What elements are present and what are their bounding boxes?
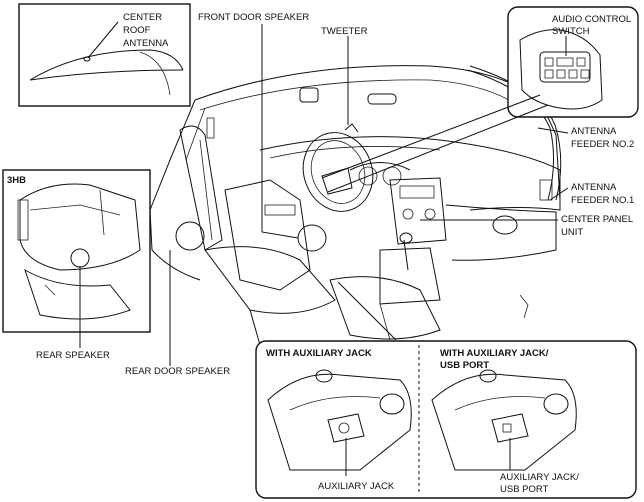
with-aux-jack-usb-heading-1: WITH AUXILIARY JACK/ (440, 348, 549, 359)
audio-switch-callout-lines (321, 94, 549, 193)
center-roof-antenna-label-1: CENTER (123, 12, 162, 23)
auxiliary-jack-usb-label-1: AUXILIARY JACK/ (500, 472, 579, 483)
callout-lines (79, 24, 569, 366)
tweeter-label: TWEETER (321, 26, 368, 37)
center-panel-unit-label-1: CENTER PANEL (561, 214, 633, 225)
rear-speaker-label: REAR SPEAKER (36, 350, 110, 361)
with-aux-jack-usb-heading-2: USB PORT (440, 360, 489, 371)
auxiliary-jack-label: AUXILIARY JACK (318, 481, 395, 492)
rear-door-speaker-label: REAR DOOR SPEAKER (125, 366, 230, 377)
vehicle-interior-drawing (149, 65, 561, 346)
inset-auxiliary-jack: WITH AUXILIARY JACK WITH AUXILIARY JACK/… (255, 340, 637, 499)
inset-center-roof-antenna: CENTER ROOF ANTENNA (18, 3, 191, 107)
antenna-feeder-no1-label-1: ANTENNA (571, 182, 617, 193)
antenna-feeder-no1-label-2: FEEDER NO.1 (571, 195, 634, 206)
with-aux-jack-heading: WITH AUXILIARY JACK (266, 348, 372, 359)
center-roof-antenna-label-3: ANTENNA (123, 38, 169, 49)
front-door-speaker-label: FRONT DOOR SPEAKER (198, 12, 309, 23)
variant-3hb-label: 3HB (7, 175, 26, 186)
center-panel-unit-label-2: UNIT (561, 227, 583, 238)
audio-control-switch-label-1: AUDIO CONTROL (552, 14, 631, 25)
antenna-feeder-cables (467, 65, 562, 201)
antenna-feeder-no2-label-2: FEEDER NO.2 (571, 139, 634, 150)
audio-control-switch-label-2: SWITCH (552, 26, 590, 37)
component-labels: FRONT DOOR SPEAKER TWEETER ANTENNA FEEDE… (36, 12, 634, 377)
center-roof-antenna-label-2: ROOF (123, 25, 151, 36)
inset-audio-control-switch: AUDIO CONTROL SWITCH (507, 6, 639, 118)
inset-3hb-rear: 3HB (2, 169, 151, 333)
antenna-feeder-no2-label-1: ANTENNA (571, 126, 617, 137)
auxiliary-jack-usb-label-2: USB PORT (500, 484, 549, 495)
